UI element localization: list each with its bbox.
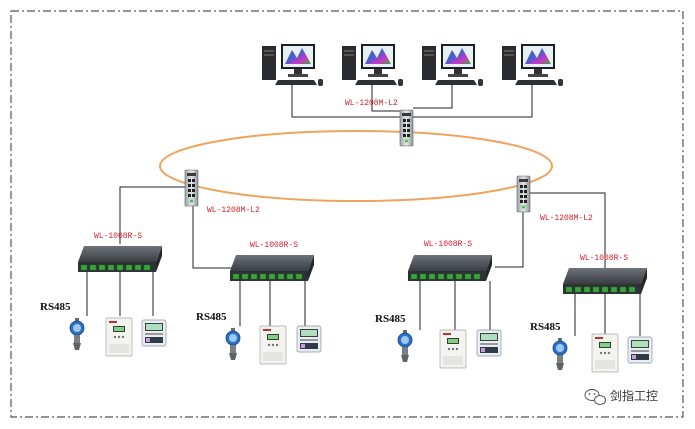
ring-switch-right <box>516 175 531 213</box>
field-device-group-3 <box>397 329 502 369</box>
ring-switch-label-left: WL-1208M-L2 <box>207 206 260 215</box>
serial-server-4 <box>562 267 648 295</box>
field-device-group-2 <box>225 325 322 365</box>
energy-meter <box>141 319 167 347</box>
connection-wires <box>86 84 641 336</box>
rs485-label-2: RS485 <box>196 311 227 323</box>
frequency-inverter <box>105 317 133 357</box>
workstation <box>422 44 483 86</box>
energy-meter <box>296 325 322 353</box>
pressure-transmitter <box>552 337 568 371</box>
watermark-brand: 剑指工控 <box>610 388 658 403</box>
serial-server-label-2: WL-1008R-S <box>250 241 298 250</box>
ring-switch-top <box>399 109 414 147</box>
frequency-inverter <box>259 325 287 365</box>
ring-switch-label-top: WL-1208M-L2 <box>345 99 398 108</box>
frequency-inverter <box>591 333 619 373</box>
watermark: 剑指工控 <box>584 388 658 405</box>
ring-switch-label-right: WL-1208M-L2 <box>540 214 593 223</box>
pressure-transmitter <box>69 317 85 351</box>
energy-meter <box>627 336 653 364</box>
fiber-ring <box>159 130 553 202</box>
pressure-transmitter <box>397 329 413 363</box>
workstation <box>342 44 403 86</box>
workstation-group <box>262 44 563 86</box>
rs485-label-3: RS485 <box>375 313 406 325</box>
workstation <box>502 44 563 86</box>
diagram-border <box>10 10 684 418</box>
serial-server-label-3: WL-1008R-S <box>424 240 472 249</box>
field-device-group-4 <box>552 333 653 373</box>
serial-server-1 <box>77 245 163 273</box>
serial-server-label-4: WL-1008R-S <box>580 254 628 263</box>
rs485-label-1: RS485 <box>40 301 71 313</box>
serial-server-3 <box>407 254 493 282</box>
pressure-transmitter <box>225 327 241 361</box>
serial-server-2 <box>229 254 315 282</box>
rs485-label-4: RS485 <box>530 321 561 333</box>
frequency-inverter <box>439 329 467 369</box>
ring-switch-left <box>184 169 199 207</box>
workstation <box>262 44 323 86</box>
wechat-icon <box>584 389 606 405</box>
energy-meter <box>476 329 502 357</box>
serial-server-label-1: WL-1008R-S <box>94 232 142 241</box>
field-device-group-1 <box>69 317 167 357</box>
